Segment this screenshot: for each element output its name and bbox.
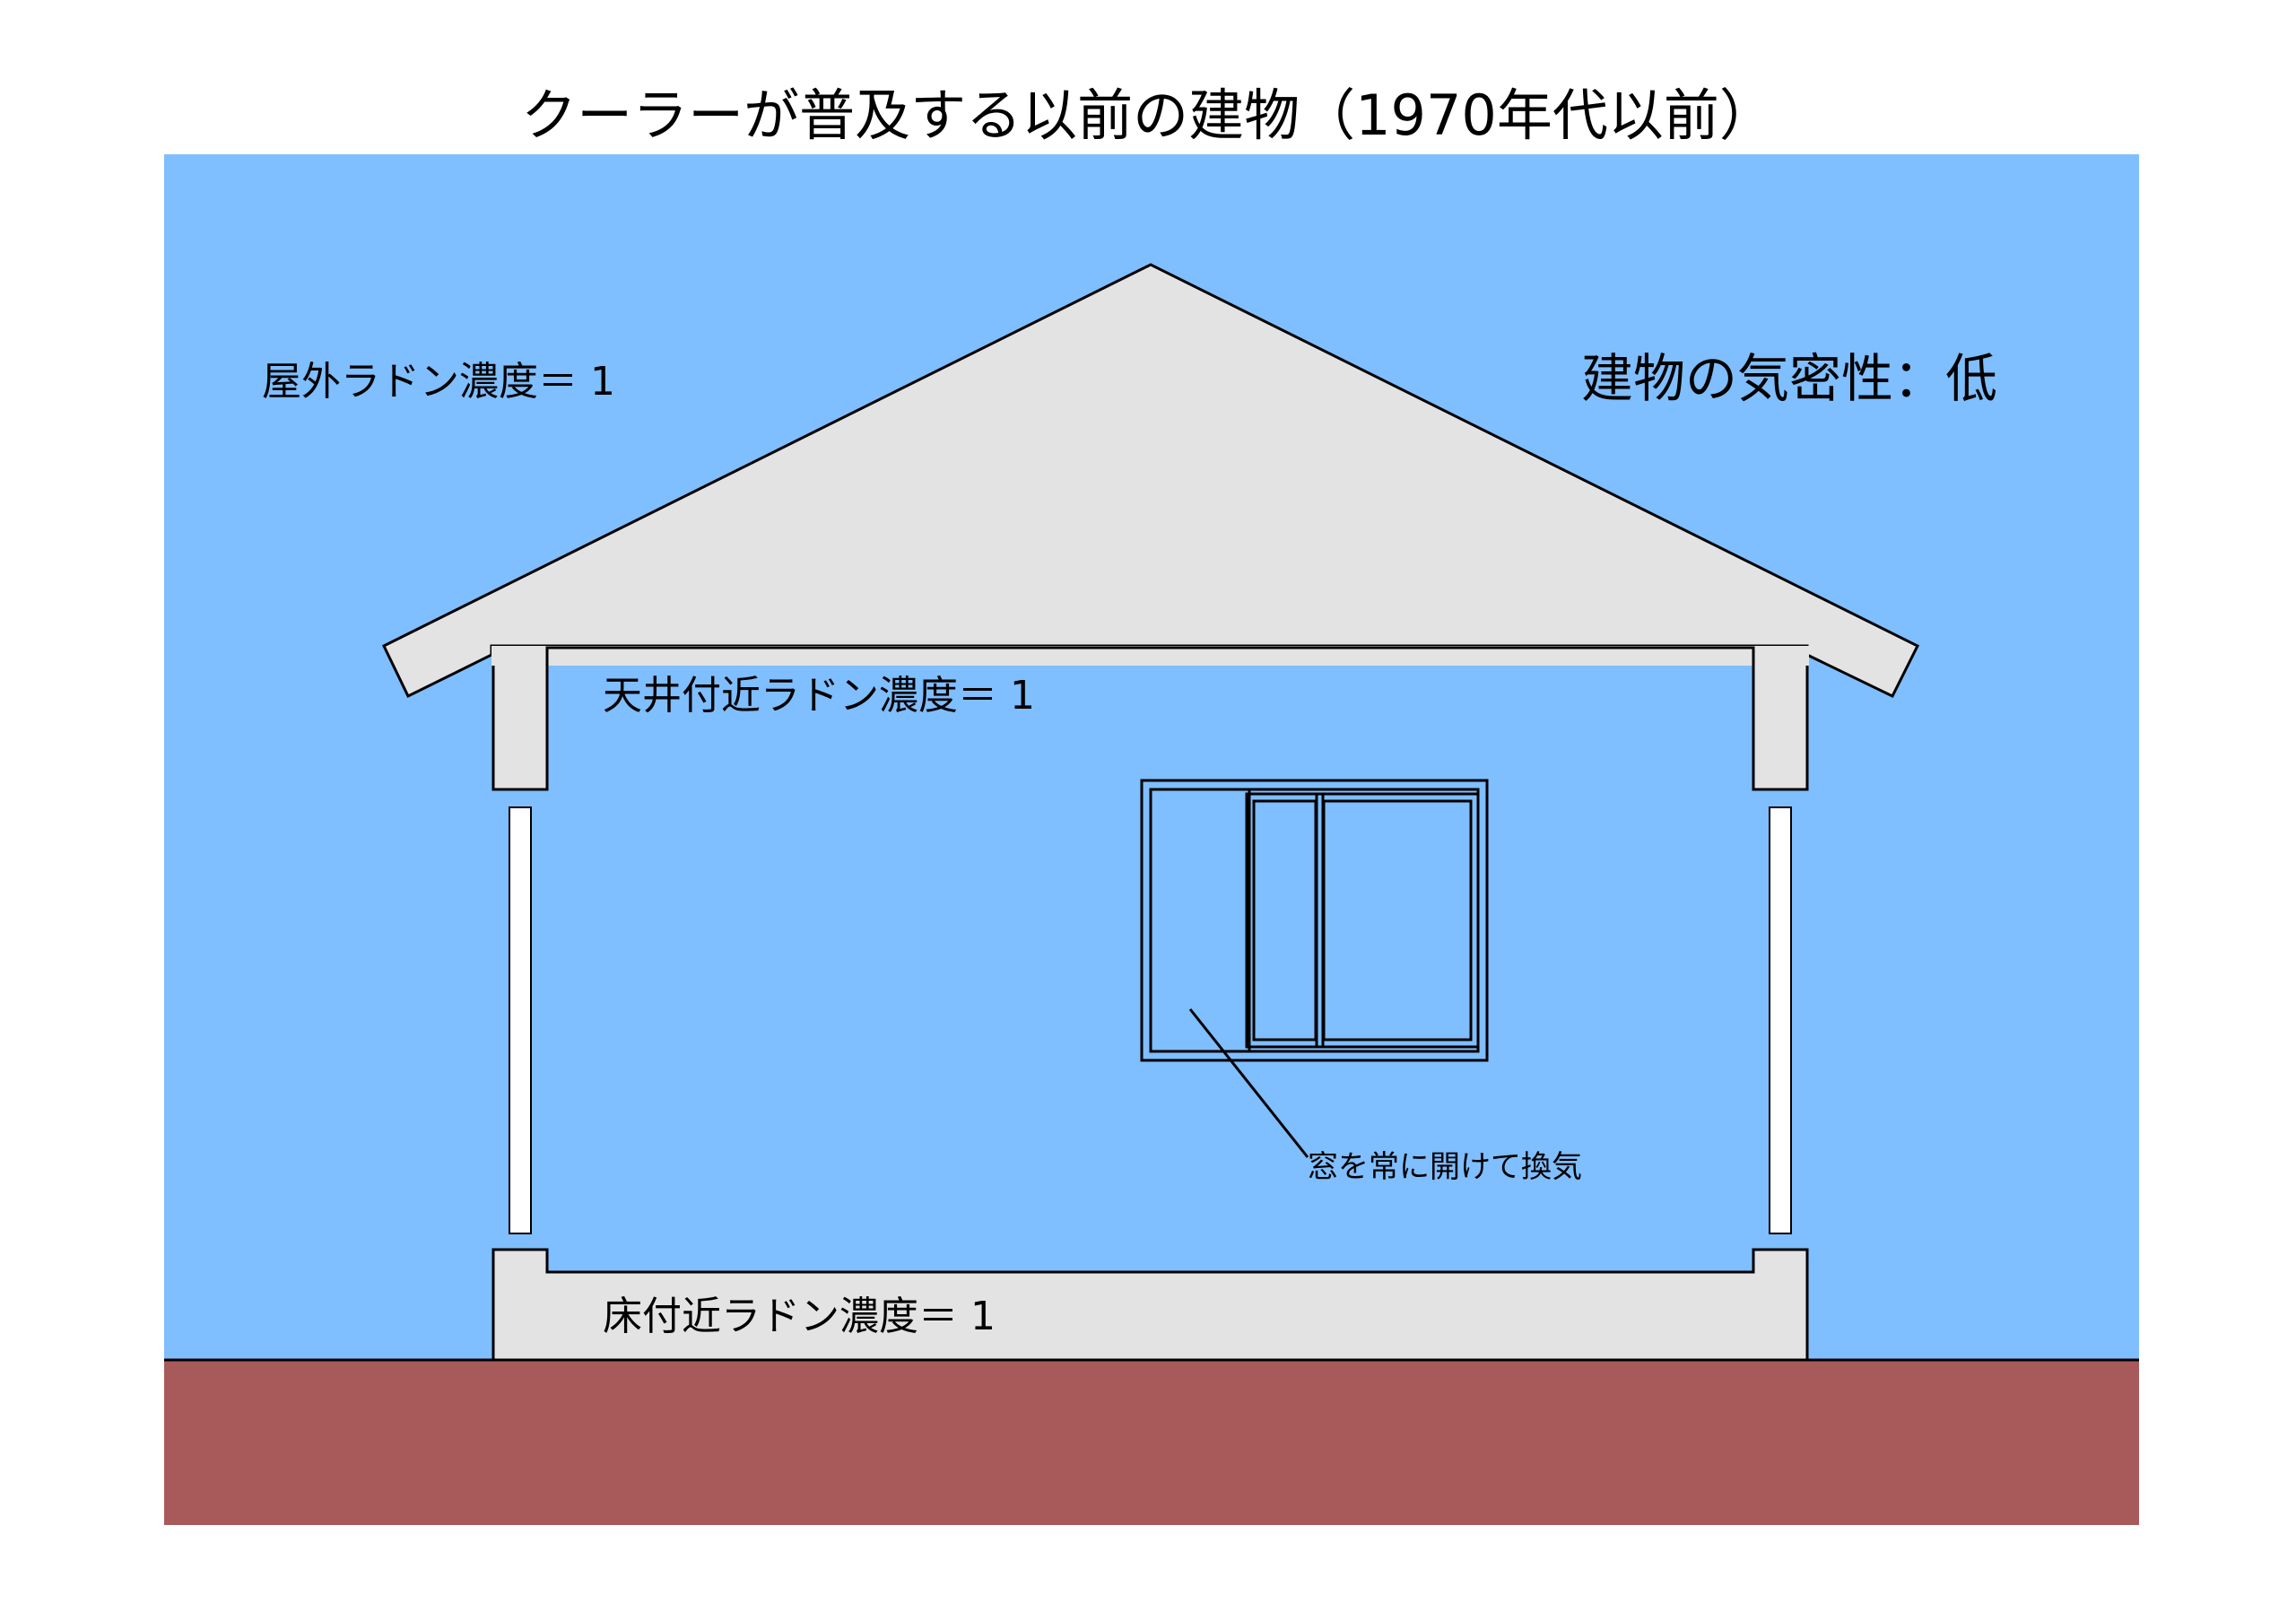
window-note-label: 窓を常に開けて換気 — [1308, 1149, 1582, 1185]
ground — [164, 1360, 2139, 1525]
foundation — [491, 1248, 1809, 1362]
airtightness-label: 建物の気密性：低 — [1581, 348, 1997, 409]
wall-gap-right — [1769, 806, 1792, 1234]
floor-radon-label: 床付近ラドン濃度＝ 1 — [603, 1294, 996, 1339]
outdoor-radon-label: 屋外ラドン濃度＝ 1 — [262, 359, 615, 405]
wall-gap-left — [509, 806, 532, 1234]
ceiling-outline — [545, 646, 1755, 789]
upper-wall-right — [1752, 644, 1809, 791]
upper-wall-left — [491, 644, 549, 791]
ceiling-radon-label: 天井付近ラドン濃度＝ 1 — [603, 673, 1035, 719]
window — [1140, 779, 1489, 1062]
ceiling — [491, 646, 1809, 666]
window-leader-line — [1188, 1008, 1309, 1158]
diagram-title: クーラーが普及する以前の建物（1970年代以前） — [521, 83, 1775, 148]
